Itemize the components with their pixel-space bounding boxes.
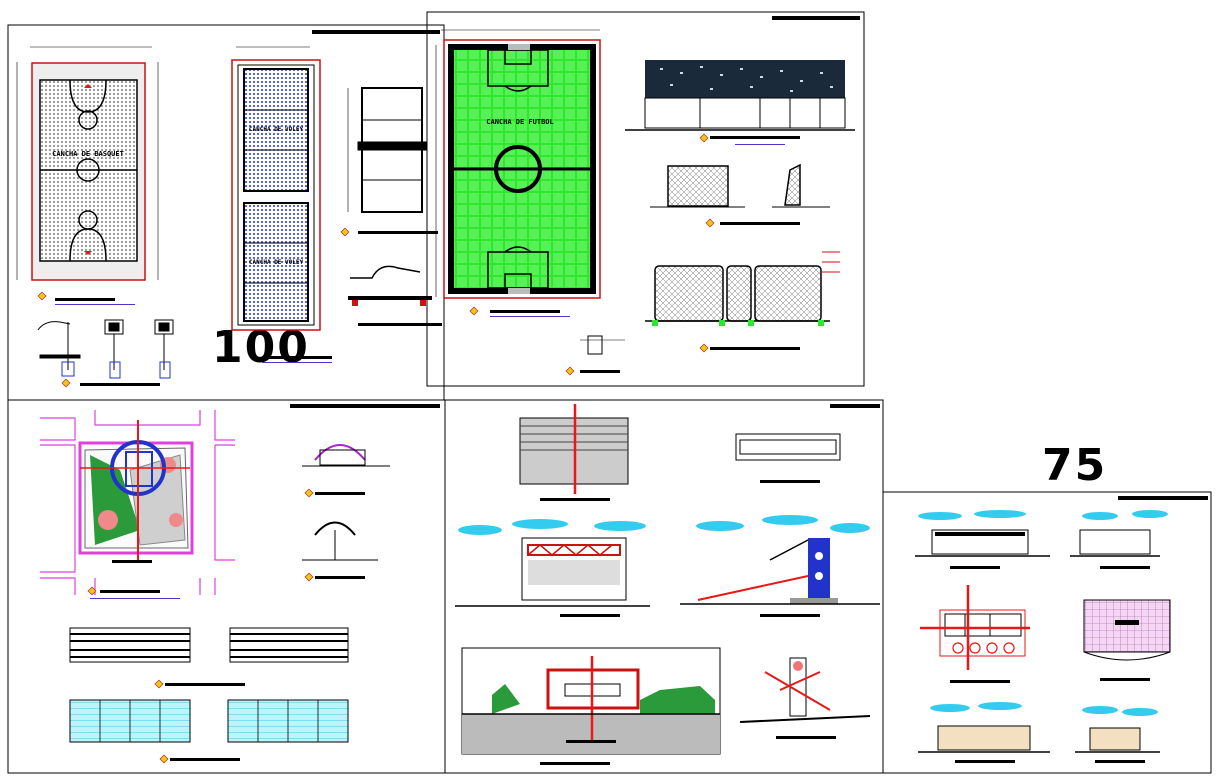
site-plan [40, 410, 235, 599]
football-field-plan: CANCHA DE FUTBOL [435, 29, 601, 317]
perimeter-fence-elevation [645, 251, 840, 353]
football-field-label: CANCHA DE FUTBOL [486, 118, 553, 126]
signage-tower-elevation [739, 657, 871, 739]
basketball-court-label: CANCHA DE BASQUET [52, 150, 124, 158]
arch-roof-details [302, 444, 390, 582]
site-section [461, 647, 721, 765]
stands-plans [69, 627, 349, 764]
volley-court-bottom-label: CANCHA DE VOLEY [249, 259, 304, 266]
bleachers-elevation [625, 60, 855, 145]
volley-net-elevation [340, 87, 442, 326]
volley-court-top-label: CANCHA DE VOLEY [249, 126, 304, 133]
basketball-court-plan: CANCHA DE BASQUET [16, 46, 159, 305]
building-elevations [915, 510, 1168, 763]
title-blocks [290, 16, 1208, 500]
building-plans [920, 585, 1171, 683]
covered-court-roof-plan [519, 404, 841, 501]
goal-net-details [650, 163, 830, 228]
sheet-number-75: 75 [1042, 440, 1108, 491]
volley-courts-plan: CANCHA DE VOLEY CANCHA DE VOLEY [231, 46, 332, 363]
covered-court-elevations [455, 515, 880, 617]
basketball-hoop-details [37, 319, 174, 388]
football-goal-detail [565, 335, 625, 376]
